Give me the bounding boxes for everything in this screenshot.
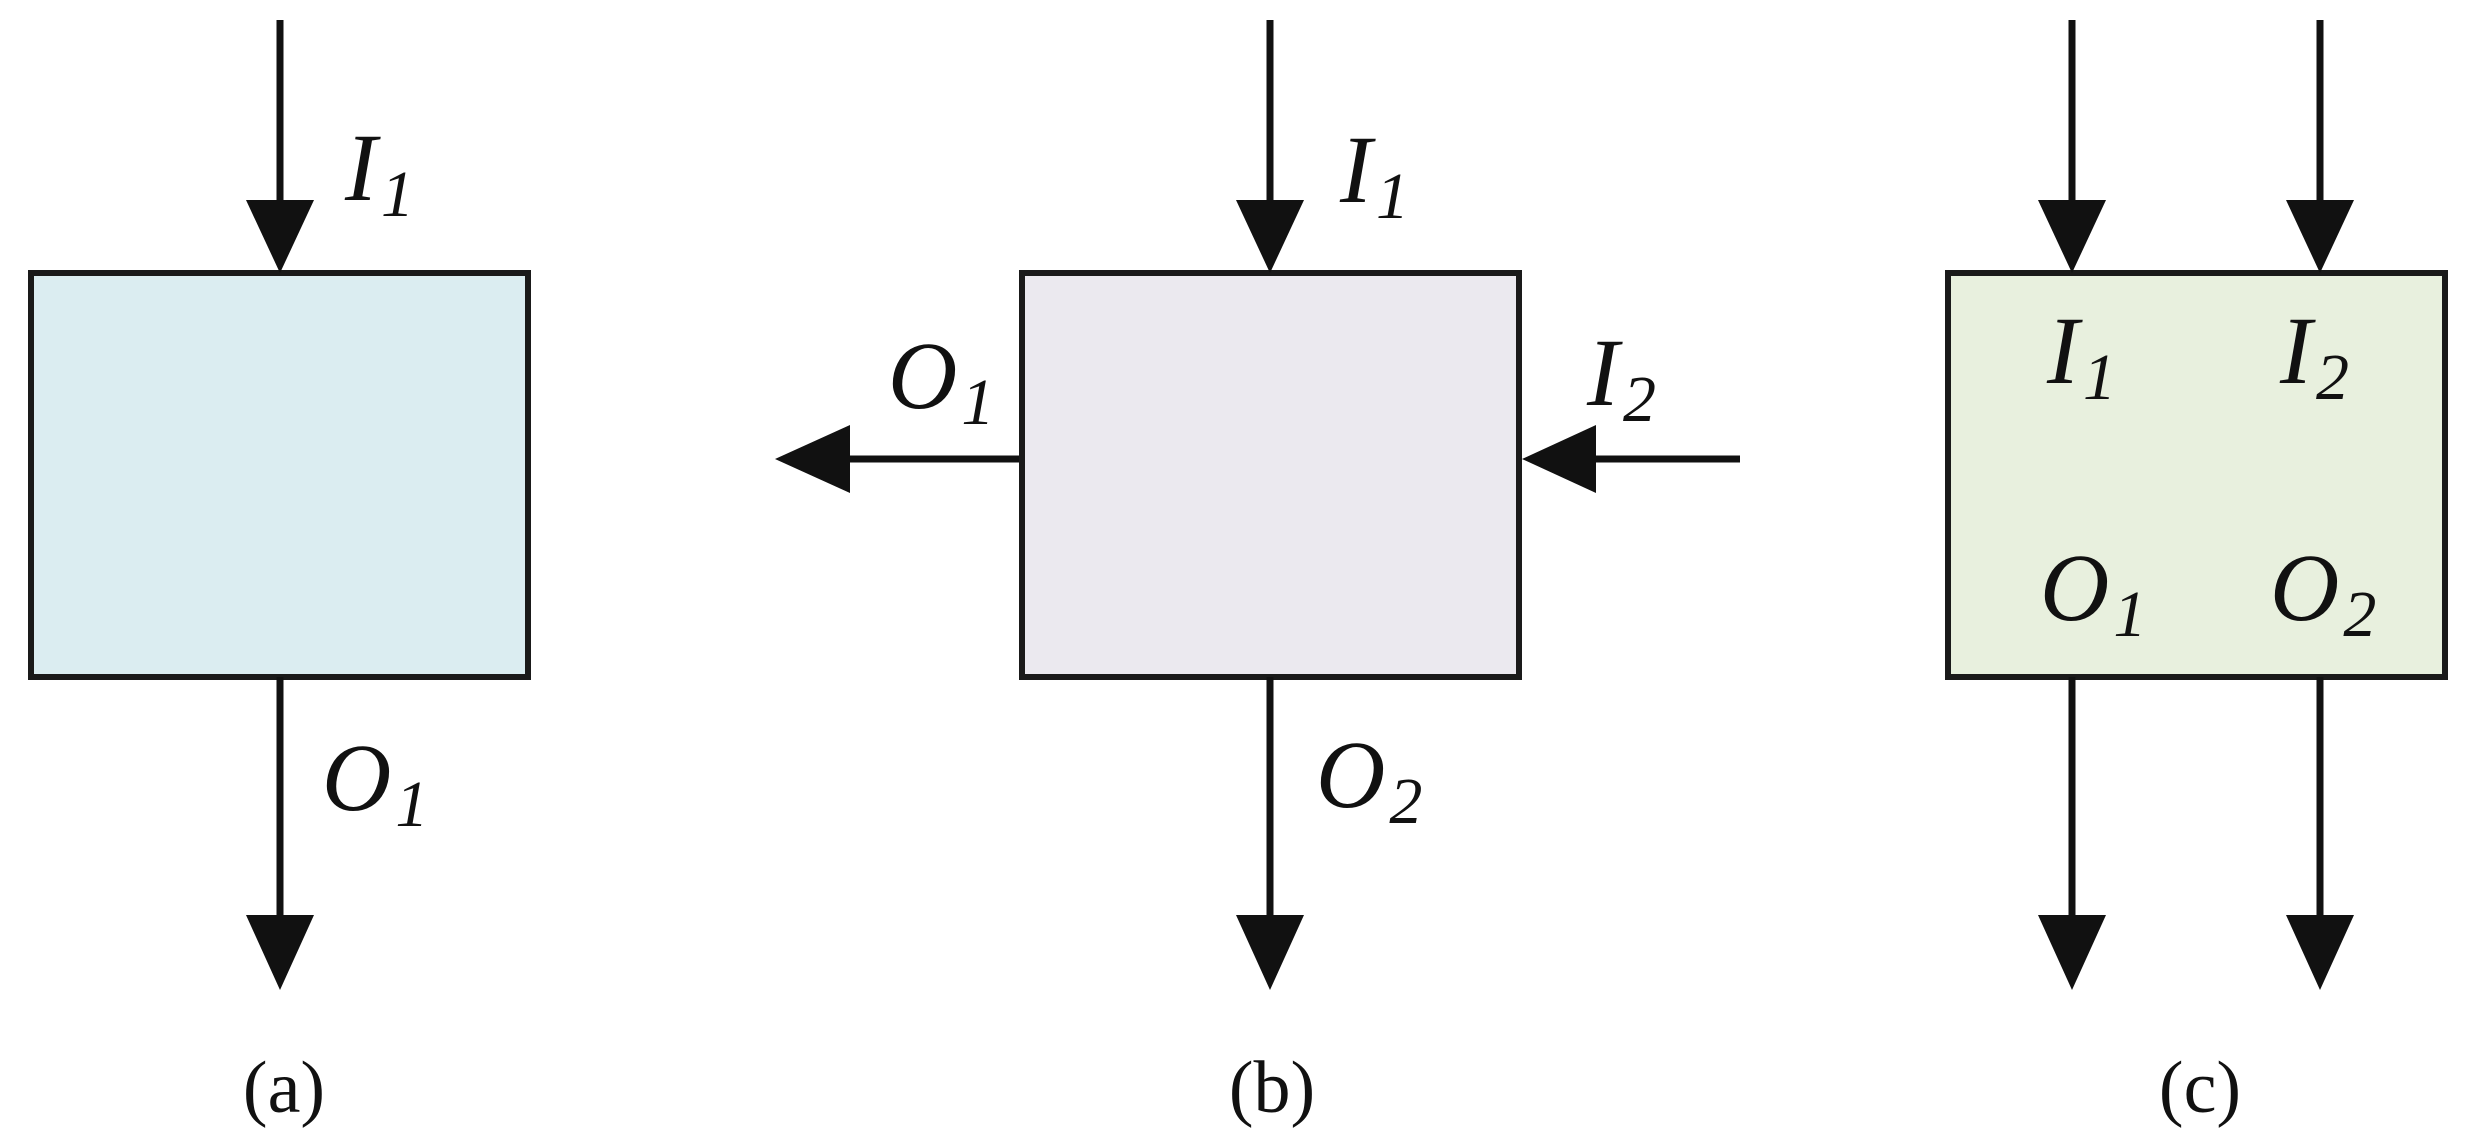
panel-a-output-arrow-1: [246, 677, 314, 990]
panel-c-label-i2: I2: [2279, 297, 2349, 414]
panel-b: I1 I2 O1 O2 (b): [775, 20, 1740, 1129]
panel-b-output-arrow-1: [775, 425, 1019, 493]
panel-a-caption: (a): [243, 1047, 325, 1129]
panel-c-label-i1: I1: [2046, 297, 2116, 414]
panel-c-input-arrow-2: [2286, 20, 2354, 273]
panel-b-label-i2: I2: [1586, 319, 1656, 436]
panel-a-label-o1: O1: [322, 724, 428, 841]
panel-c: I1 I2 O1 O2 (c): [1945, 20, 2448, 1129]
panel-c-label-o1: O1: [2040, 534, 2146, 651]
panel-b-caption: (b): [1229, 1047, 1315, 1129]
panel-b-label-o1: O1: [888, 322, 994, 439]
panel-a-input-arrow-1: [246, 20, 314, 273]
panel-c-input-arrow-1: [2038, 20, 2106, 273]
panel-b-label-i1: I1: [1339, 116, 1409, 233]
panel-c-output-arrow-1: [2038, 677, 2106, 990]
panel-c-label-o2: O2: [2270, 534, 2376, 651]
panel-c-box: [1945, 270, 2448, 680]
panel-b-input-arrow-2: [1522, 425, 1740, 493]
panel-b-input-arrow-1: [1236, 20, 1304, 273]
panel-a: I1 O1 (a): [28, 20, 531, 1129]
panel-b-output-arrow-2: [1236, 677, 1304, 990]
panel-b-label-o2: O2: [1316, 721, 1422, 838]
panel-a-label-i1: I1: [344, 114, 414, 231]
panel-a-box: [28, 270, 531, 680]
panel-c-caption: (c): [2159, 1047, 2241, 1129]
panel-c-output-arrow-2: [2286, 677, 2354, 990]
panel-b-box: [1019, 270, 1522, 680]
